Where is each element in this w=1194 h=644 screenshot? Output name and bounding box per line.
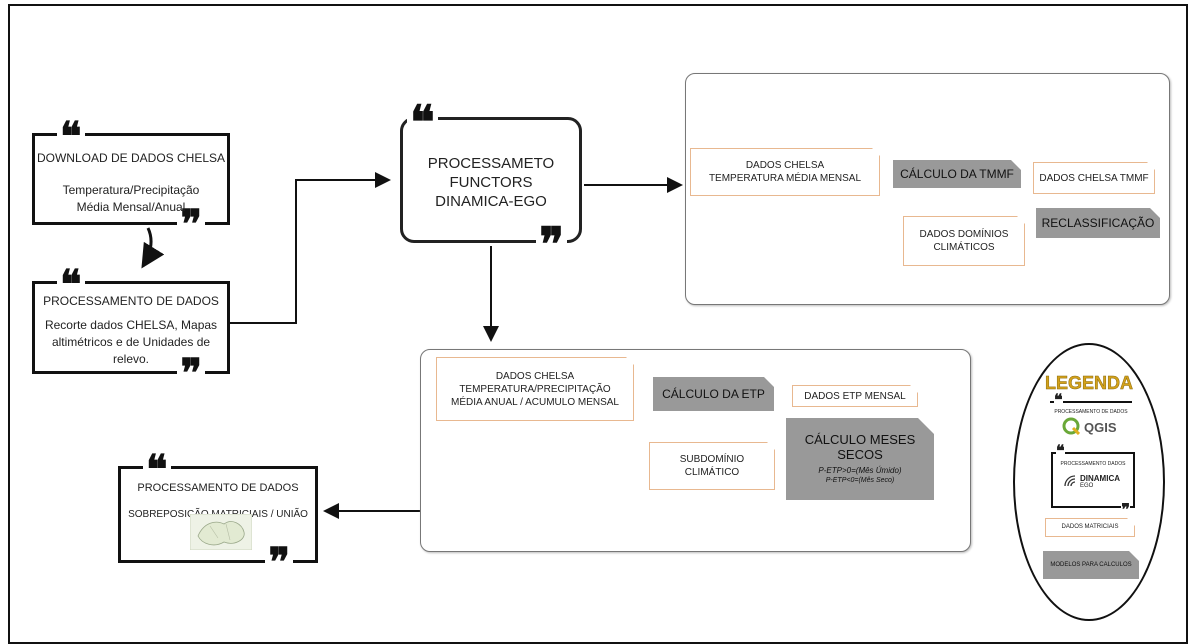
legend-qgis-caption: PROCESSAMENTO DE DADOS <box>1054 409 1128 415</box>
processing-title: PROCESSAMENTO DE DADOS <box>43 294 219 308</box>
processing-line1: Recorte dados CHELSA, Mapas <box>44 318 218 332</box>
processing-line3: relevo. <box>112 352 150 366</box>
chelsa-temp-precip-line1: DADOS CHELSA <box>495 370 575 382</box>
chelsa-monthly-temp-line1: DADOS CHELSA <box>745 160 825 171</box>
close-quote-icon: ❞ <box>536 221 567 267</box>
download-title: DOWNLOAD DE DADOS CHELSA <box>36 151 226 165</box>
etp-monthly-data: DADOS ETP MENSAL <box>792 385 918 407</box>
functors-box: ❝ ❞ PROCESSAMETO FUNCTORS DINAMICA-EGO <box>400 99 582 267</box>
tmmf-calc-label: CÁLCULO DA TMMF <box>900 167 1014 181</box>
arrow-download-to-processing <box>141 227 165 269</box>
legend-dinamica-logo-2: EGO <box>1080 483 1094 489</box>
etp-calc-model: CÁLCULO DA ETP <box>653 377 774 411</box>
reclassification-model: RECLASSIFICAÇÃO <box>1036 208 1160 238</box>
chelsa-tmmf-data: DADOS CHELSA TMMF <box>1033 162 1155 194</box>
etp-calc-label: CÁLCULO DA ETP <box>662 387 765 401</box>
legend-qgis-sample: ❝ PROCESSAMENTO DE DADOS QGIS <box>1050 392 1132 447</box>
qgis-logo-icon <box>1062 417 1080 435</box>
legend-dinamica-caption: PROCESSAMENTO DADOS <box>1060 461 1126 467</box>
tmmf-calc-model: CÁLCULO DA TMMF <box>893 160 1021 188</box>
open-quote-icon: ❝ <box>1054 390 1063 409</box>
legend-model-sample: MODELOS PARA CALCULOS <box>1043 551 1139 579</box>
legend-title: LEGENDA <box>1044 373 1134 394</box>
open-quote-icon: ❝ <box>57 265 85 305</box>
dry-months-model: CÁLCULO MESES SECOS P-ETP>0=(Mês Úmido) … <box>786 418 934 500</box>
chelsa-monthly-temp-data: DADOS CHELSA TEMPERATURA MÉDIA MENSAL <box>690 148 880 196</box>
open-quote-icon: ❝ <box>143 450 171 490</box>
download-line1: Temperatura/Precipitação <box>62 183 200 197</box>
processing-line2: altimétricos e de Unidades de <box>51 335 211 349</box>
chelsa-temp-precip-line2: TEMPERATURA/PRECIPITAÇÃO <box>459 383 611 395</box>
legend-dinamica-sample: ❝ ❞ PROCESSAMENTO DADOS DINAMICA EGO <box>1051 443 1135 518</box>
dry-months-formula-1: P-ETP>0=(Mês Úmido) <box>818 466 902 475</box>
dinamica-logo-icon <box>1064 475 1076 487</box>
close-quote-icon: ❞ <box>177 205 205 245</box>
functors-line1: PROCESSAMETO <box>427 155 555 172</box>
chelsa-tmmf-label: DADOS CHELSA TMMF <box>1039 172 1149 184</box>
final-processing-box: ❝ ❞ PROCESSAMENTO DE DADOS SOBREPOSIÇÃO … <box>118 450 318 583</box>
download-line2: Média Mensal/Anual <box>76 200 186 214</box>
dry-months-title-2: SECOS <box>837 447 883 462</box>
climatic-domains-data: DADOS DOMÍNIOS CLIMÁTICOS <box>903 216 1025 266</box>
legend-matrix-label: DADOS MATRICIAIS <box>1061 524 1119 530</box>
climatic-subdomain-line2: CLIMÁTICO <box>684 467 740 478</box>
open-quote-icon: ❝ <box>57 117 85 157</box>
processing-box: ❝ ❞ PROCESSAMENTO DE DADOS Recorte dados… <box>32 265 230 394</box>
close-quote-icon: ❞ <box>177 354 205 394</box>
open-quote-icon: ❝ <box>1056 441 1065 460</box>
close-quote-icon: ❞ <box>1121 500 1130 519</box>
arrow-processing-to-center <box>230 172 391 324</box>
chelsa-monthly-temp-line2: TEMPERATURA MÉDIA MENSAL <box>708 173 862 184</box>
final-title: PROCESSAMENTO DE DADOS <box>137 482 299 494</box>
reclassification-label: RECLASSIFICAÇÃO <box>1041 216 1155 230</box>
open-quote-icon: ❝ <box>407 99 438 145</box>
climatic-subdomain-line1: SUBDOMÍNIO <box>679 454 745 465</box>
climatic-domains-line2: CLIMÁTICOS <box>933 242 995 253</box>
download-box: ❝ ❞ DOWNLOAD DE DADOS CHELSA Temperatura… <box>32 117 230 245</box>
legend: LEGENDA ❝ PROCESSAMENTO DE DADOS QGIS ❝ … <box>1013 343 1165 621</box>
climatic-domains-line1: DADOS DOMÍNIOS <box>919 229 1009 240</box>
chelsa-temp-precip-line3: MÉDIA ANUAL / ACUMULO MENSAL <box>450 396 619 408</box>
functors-line2: FUNCTORS <box>449 174 533 191</box>
climatic-subdomain-data: SUBDOMÍNIO CLIMÁTICO <box>649 442 775 490</box>
dry-months-formula-2: P-ETP<0=(Mês Seco) <box>825 477 895 484</box>
legend-matrix-sample: DADOS MATRICIAIS <box>1045 518 1135 537</box>
chelsa-temp-precip-data: DADOS CHELSA TEMPERATURA/PRECIPITAÇÃO MÉ… <box>436 357 634 421</box>
map-thumbnail-icon <box>190 514 252 550</box>
legend-dinamica-logo-1: DINAMICA <box>1080 474 1120 483</box>
functors-line3: DINAMICA-EGO <box>435 193 547 210</box>
close-quote-icon: ❞ <box>265 543 293 583</box>
etp-monthly-label: DADOS ETP MENSAL <box>804 390 906 402</box>
legend-qgis-logo: QGIS <box>1084 420 1117 435</box>
dry-months-title-1: CÁLCULO MESES <box>804 432 916 447</box>
legend-models-label: MODELOS PARA CALCULOS <box>1050 562 1132 568</box>
